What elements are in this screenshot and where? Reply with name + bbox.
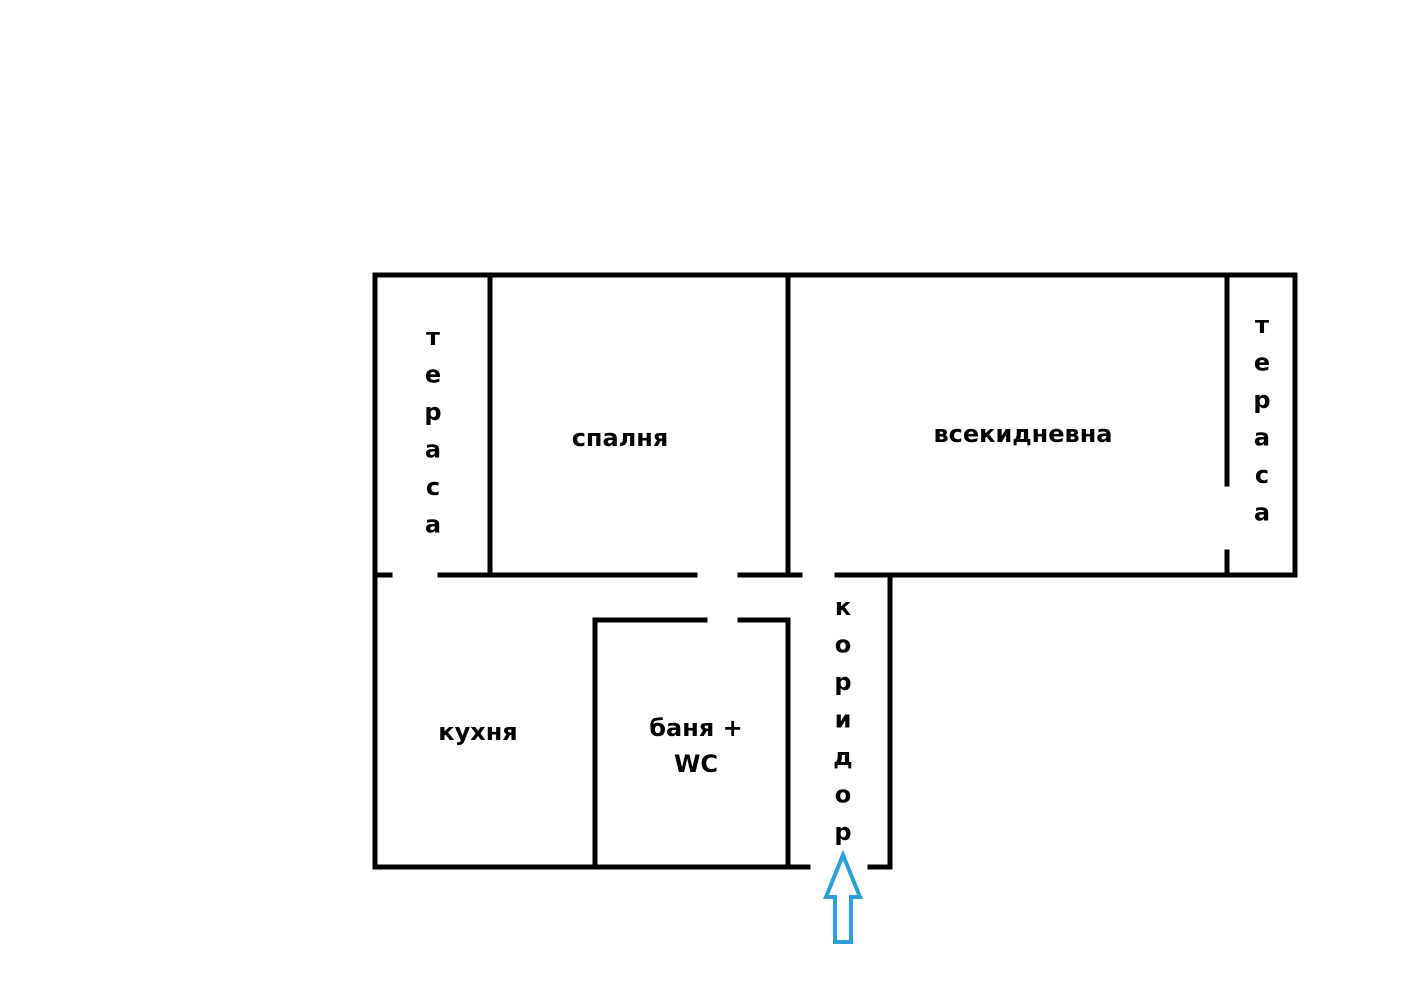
bathroom-label-line1: баня +: [649, 714, 742, 742]
interior-walls: [372, 272, 1298, 870]
outer-walls: [372, 272, 1298, 870]
up-arrow-icon: [823, 849, 863, 944]
bathroom-label-line2: WC: [674, 750, 718, 778]
bedroom-label: спалня: [572, 424, 669, 452]
kitchen-label: кухня: [438, 718, 517, 746]
living-room-label: всекидневна: [933, 420, 1112, 448]
